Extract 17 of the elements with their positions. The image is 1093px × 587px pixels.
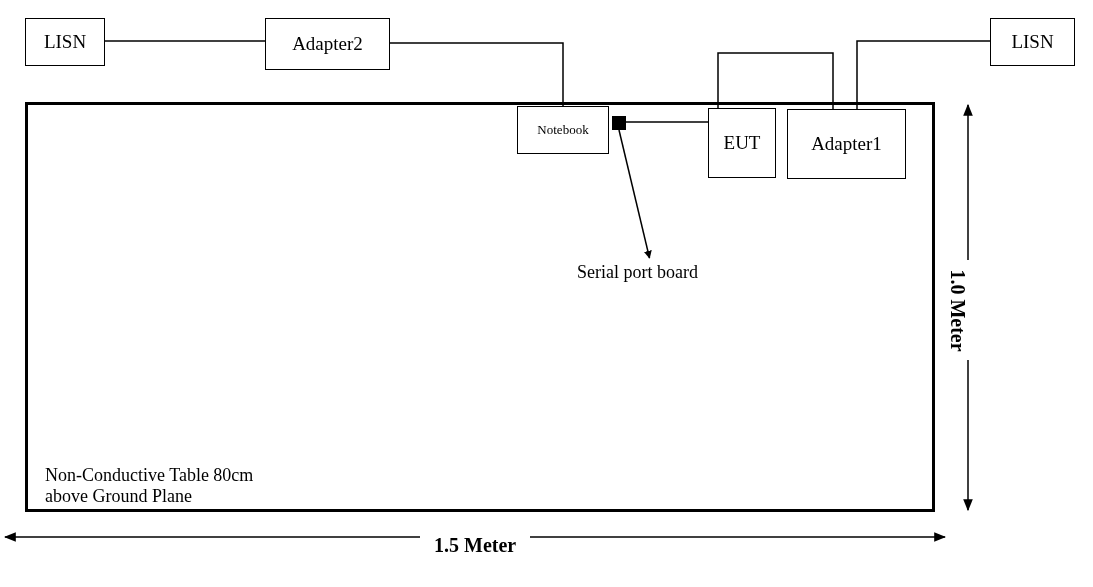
cable-line [625, 121, 709, 123]
device-box: EUT [708, 108, 776, 178]
device-box: Adapter1 [787, 109, 906, 179]
device-box: LISN [25, 18, 105, 66]
cable-line [104, 40, 266, 42]
device-box: LISN [990, 18, 1075, 66]
dimension-label: 1.0 Meter [945, 268, 969, 352]
table-note: Non-Conductive Table 80cm above Ground Plane [45, 465, 255, 507]
cable-line [856, 40, 991, 110]
device-box: Notebook [517, 106, 609, 154]
table-outline [25, 102, 935, 512]
callout-text: Serial port board [555, 260, 720, 284]
port-block [612, 116, 626, 130]
leader-line [618, 129, 652, 259]
device-box: Adapter2 [265, 18, 390, 70]
dimension-label: 1.5 Meter [434, 533, 517, 557]
cable-line [717, 52, 834, 110]
